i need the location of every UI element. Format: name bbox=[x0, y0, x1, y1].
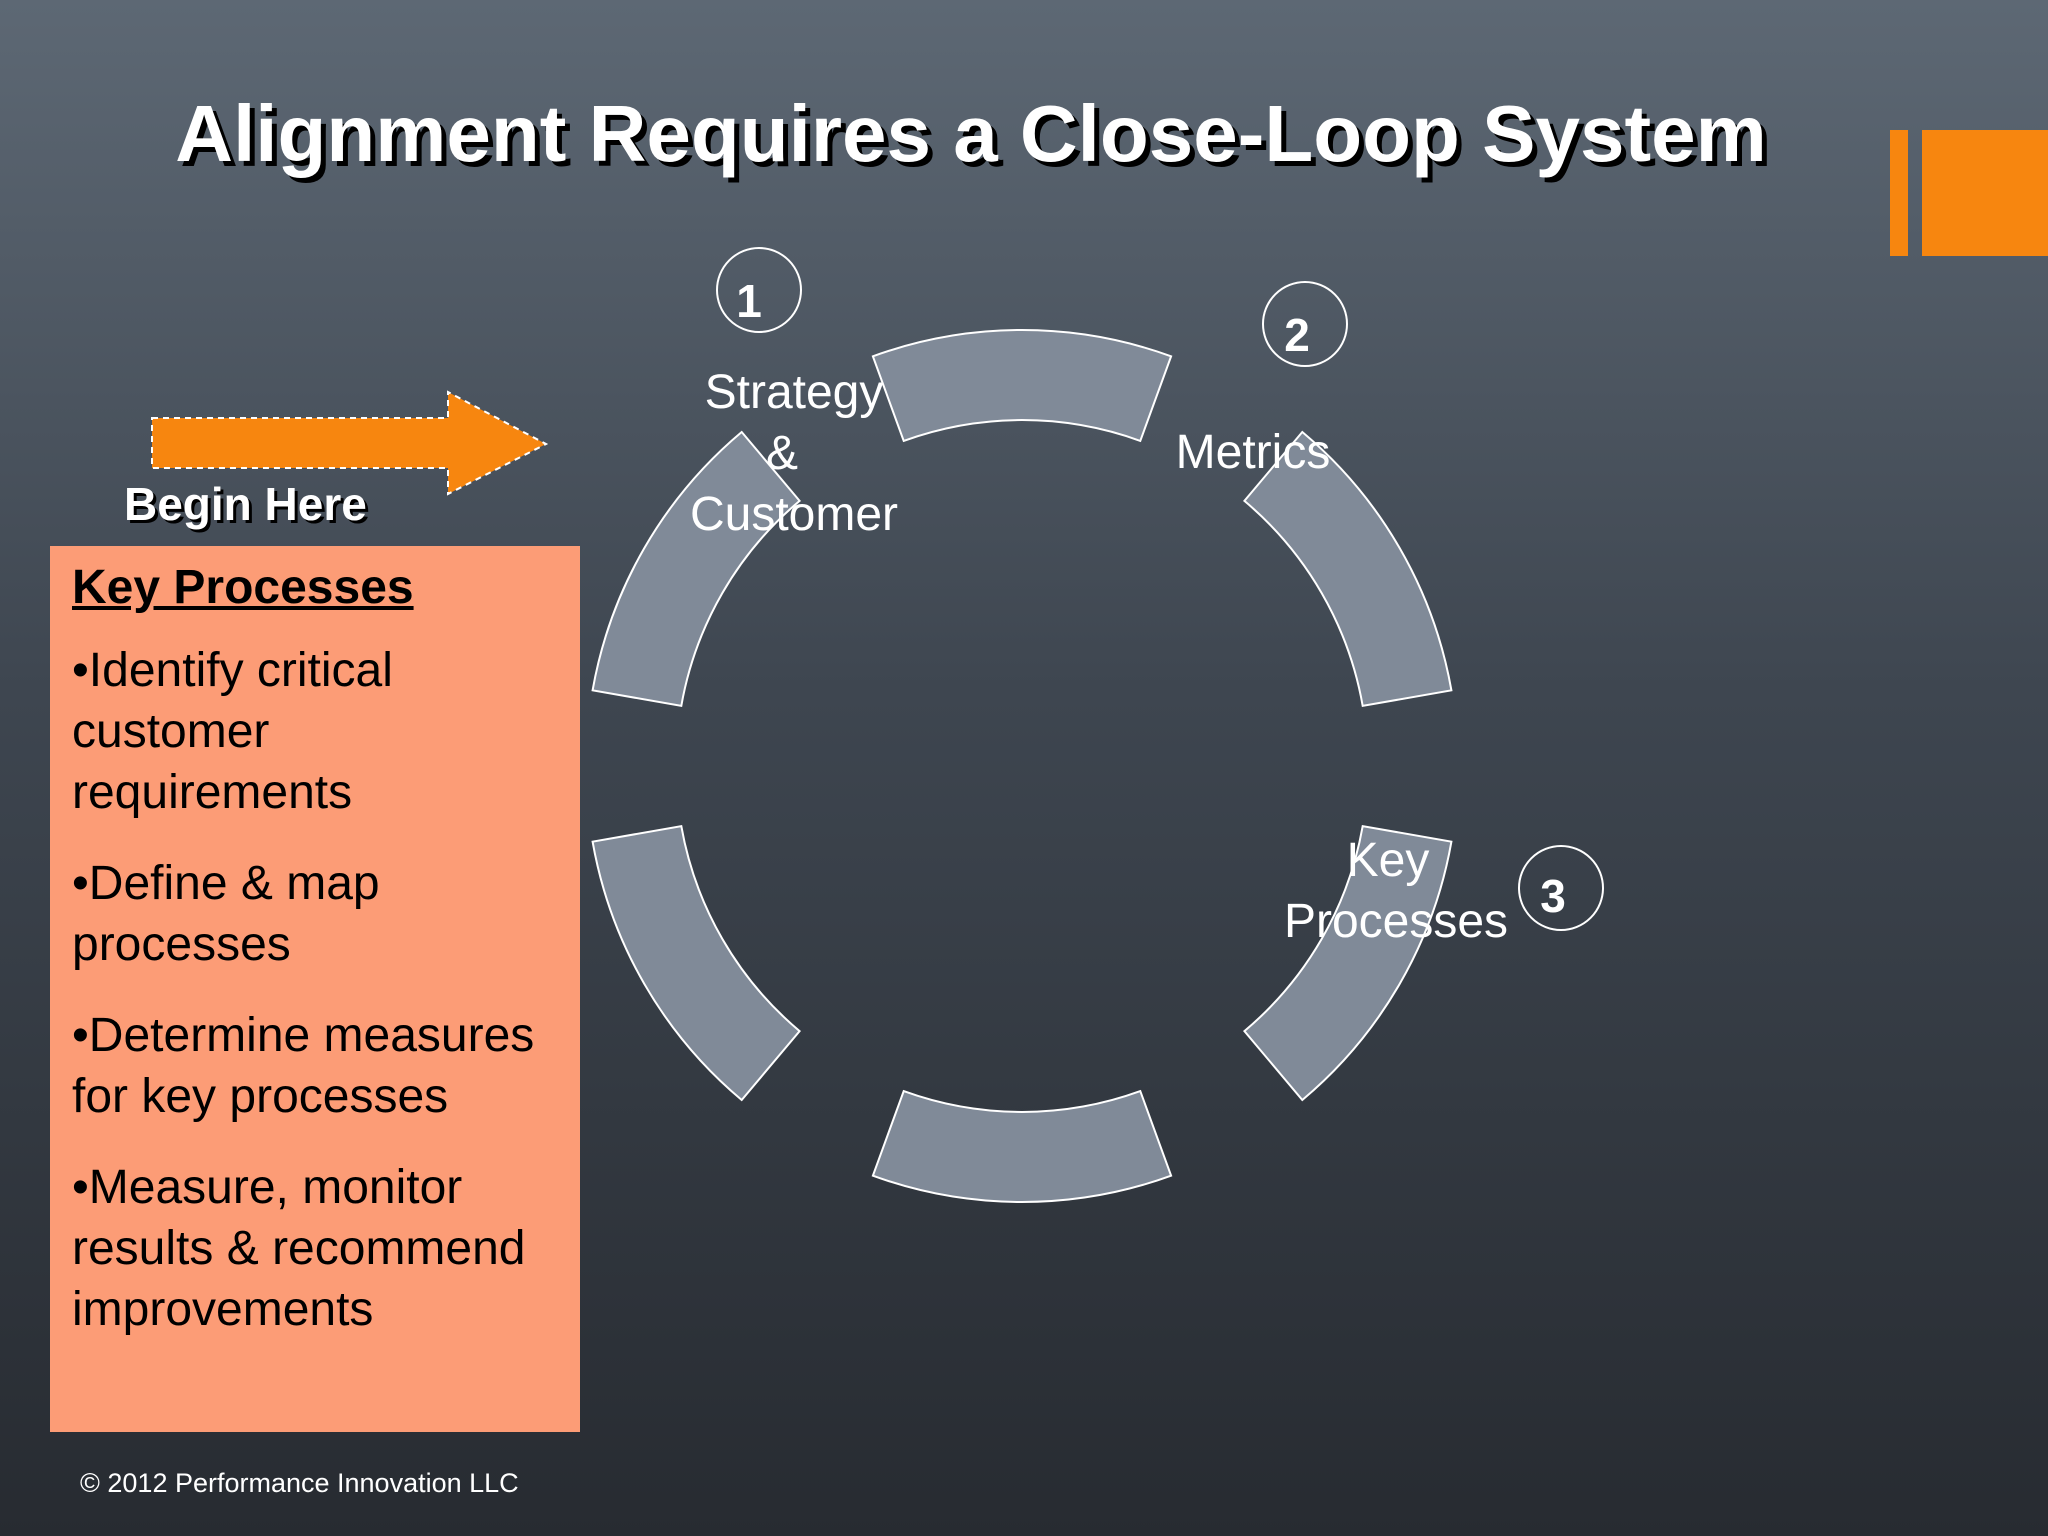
stage-3-label: Key Processes bbox=[1266, 830, 1526, 952]
key-process-item: •Identify critical customer requirements bbox=[72, 644, 393, 819]
copyright-footer: © 2012 Performance Innovation LLC bbox=[80, 1468, 519, 1498]
stage-1-label-line: Customer bbox=[689, 488, 899, 541]
key-process-item: •Measure, monitor results & recommend im… bbox=[72, 1161, 526, 1336]
stage-3-number: 3 bbox=[1518, 845, 1604, 931]
stage-2-number-text: 2 bbox=[1284, 309, 1310, 361]
key-processes-heading: Key Processes bbox=[72, 561, 414, 614]
stage-3-number-text: 3 bbox=[1540, 870, 1566, 922]
stage-1-number: 1 bbox=[716, 247, 802, 333]
stage-2-label: Metrics bbox=[1148, 422, 1358, 483]
stage-1-label-line: & bbox=[765, 427, 798, 480]
loop-segment bbox=[871, 329, 1173, 443]
key-processes-box: Key Processes •Identify critical custome… bbox=[50, 546, 580, 1432]
stage-1-number-text: 1 bbox=[736, 275, 762, 327]
key-process-item: •Determine measures for key processes bbox=[72, 1009, 535, 1123]
begin-arrow bbox=[151, 390, 549, 496]
loop-segments bbox=[591, 329, 1453, 1203]
loop-segment bbox=[871, 1089, 1173, 1203]
key-process-item: •Define & map processes bbox=[72, 857, 380, 971]
accent-bar-thin bbox=[1890, 130, 1908, 256]
accent-block bbox=[1922, 130, 2048, 256]
stage-3-label-line: Processes bbox=[1283, 895, 1509, 948]
begin-here-label: Begin Here bbox=[124, 478, 367, 530]
slide-title: Alignment Requires a Close-Loop System bbox=[175, 89, 1767, 178]
stage-3-label-line: Key bbox=[1346, 834, 1430, 887]
loop-segment bbox=[591, 824, 802, 1102]
loop-segment bbox=[591, 430, 802, 708]
stage-1-label-line: Strategy bbox=[704, 366, 884, 419]
stage-1-label: Strategy & Customer bbox=[676, 362, 912, 545]
stage-2-number: 2 bbox=[1262, 281, 1348, 367]
stage-2-label-line: Metrics bbox=[1175, 426, 1331, 479]
loop-segment bbox=[1242, 824, 1453, 1102]
loop-segment bbox=[1242, 430, 1453, 708]
